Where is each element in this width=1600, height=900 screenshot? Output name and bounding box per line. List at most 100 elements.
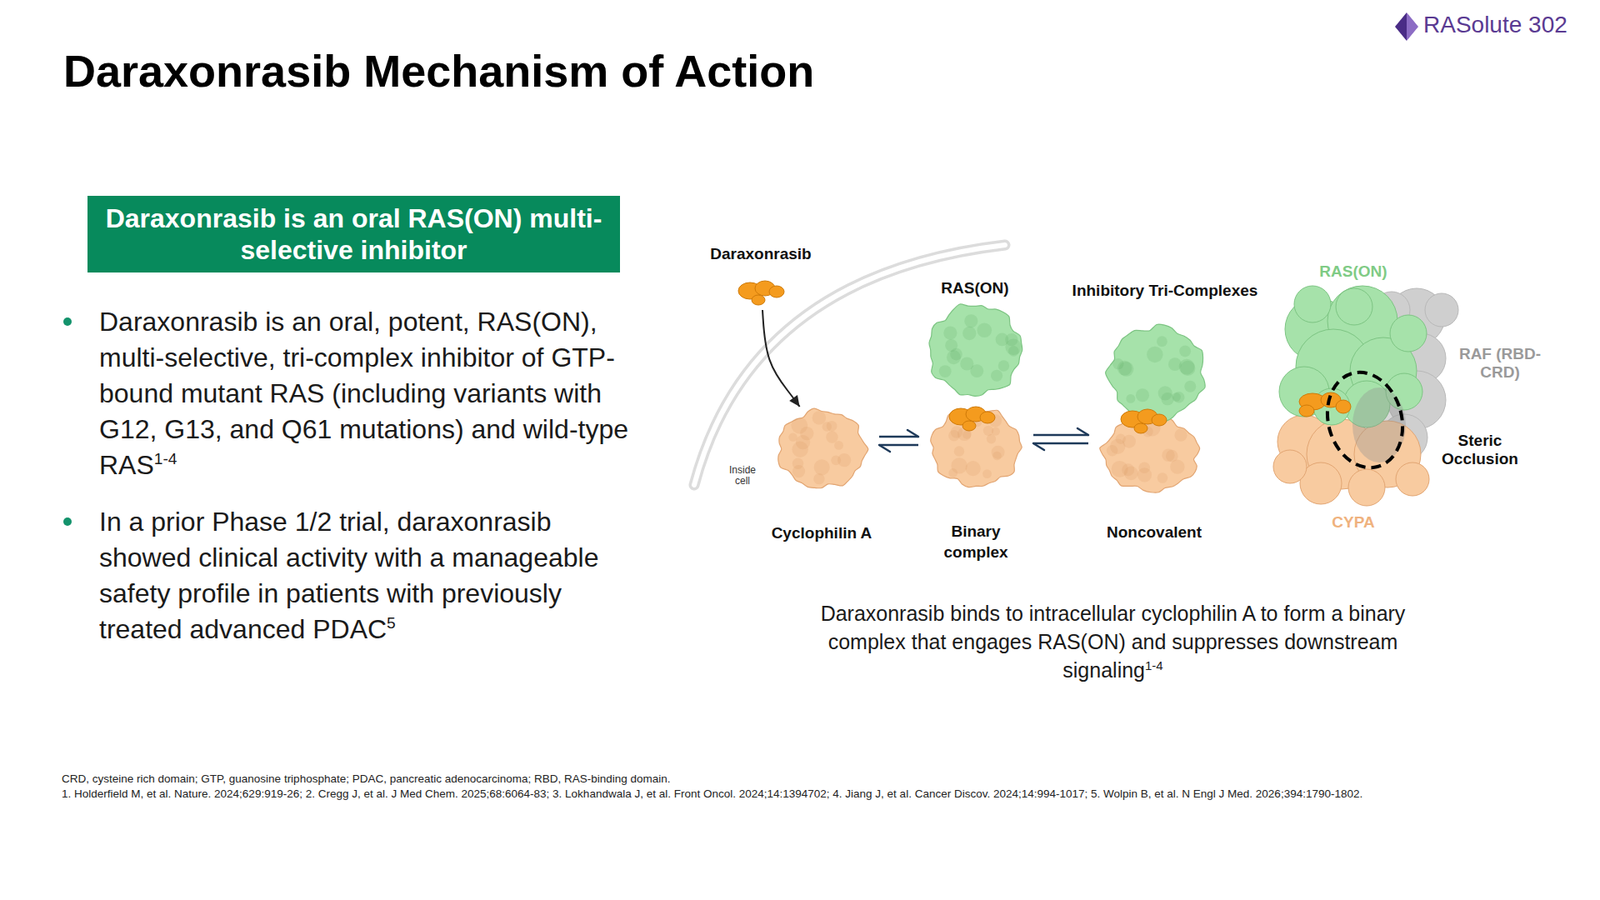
- protein-label: CYPA: [1331, 513, 1375, 531]
- surface-texture: [825, 430, 838, 443]
- surface-texture: [1106, 445, 1119, 457]
- surface-texture: [990, 370, 1003, 382]
- steric-clash-outline: [1316, 364, 1413, 477]
- reverse-shaft: [1033, 442, 1089, 445]
- drug-molecule: Daraxonrasib: [735, 274, 787, 308]
- surface-texture: [954, 445, 965, 456]
- arrow-shaft: [762, 310, 800, 407]
- surface-texture: [1137, 467, 1152, 482]
- entry-arrow: [762, 310, 800, 407]
- protein-label: RAF (RBD-CRD): [1459, 345, 1541, 381]
- bullet-dot: [63, 517, 72, 526]
- diagram-heading: Inhibitory Tri-Complexes: [1072, 281, 1259, 300]
- arrow-head: [789, 395, 800, 407]
- drug-part: [1134, 423, 1148, 434]
- drug-molecule-shape: [738, 280, 785, 305]
- binary-complex: Binary complex: [930, 407, 1022, 488]
- footnote-block: CRD, cysteine rich domain; GTP, guanosin…: [61, 770, 1554, 787]
- protein-surface: [929, 304, 1023, 396]
- surface-texture: [1135, 388, 1150, 402]
- drug-part: [1335, 400, 1351, 414]
- brand-icon-half: [1395, 12, 1407, 41]
- surface-texture: [813, 473, 825, 485]
- node-label: Cyclophilin A: [771, 522, 873, 544]
- surface-texture: [837, 453, 851, 467]
- brand-logo-block: RASolute 302: [1423, 10, 1568, 40]
- surface-texture: [992, 451, 1002, 461]
- surface-texture: [1125, 394, 1135, 404]
- drug-part: [980, 411, 995, 424]
- drug-in-model: [1299, 392, 1351, 417]
- surface-texture: [826, 420, 838, 432]
- ras-protein-model: [1279, 285, 1427, 428]
- node-label: Daraxonrasib: [710, 243, 811, 265]
- ras-lobe: [1294, 285, 1331, 323]
- node-shape: [928, 303, 1022, 397]
- half-arrow-head: [1077, 428, 1089, 435]
- surface-texture: [982, 469, 992, 479]
- raf-lobe: [1425, 293, 1459, 327]
- bullet-text-block: In a prior Phase 1/2 trial, daraxonrasib…: [99, 504, 641, 648]
- surface-texture: [986, 434, 996, 444]
- forward-shaft: [1033, 434, 1089, 437]
- ras-lobe: [1390, 315, 1427, 352]
- bullet-text: Daraxonrasib is an oral, potent, RAS(ON)…: [99, 306, 629, 480]
- surface-texture: [950, 348, 963, 361]
- callout-label: Steric Occlusion: [1441, 431, 1519, 468]
- surface-texture: [834, 440, 844, 450]
- protein-surface: [1100, 416, 1200, 493]
- node-shape: [930, 407, 1022, 488]
- surface-texture: [1184, 380, 1196, 393]
- ras-protein: RAS(ON): [928, 303, 1022, 397]
- region-label: Inside cell: [729, 464, 756, 487]
- surface-texture: [1179, 345, 1191, 357]
- half-arrow-head: [879, 445, 890, 452]
- protein-label-block: CYPA: [1331, 513, 1375, 532]
- surface-texture: [964, 314, 978, 328]
- surface-texture: [1112, 358, 1124, 370]
- brand-logo: RASolute 302: [1423, 11, 1568, 38]
- protein-shape: [778, 408, 869, 489]
- brand-icon-half: [1406, 12, 1419, 41]
- node-shape: [1100, 325, 1209, 492]
- surface-texture: [1156, 335, 1168, 347]
- surface-texture: [970, 364, 984, 378]
- protein-label-block: RAF (RBD-CRD): [1450, 345, 1550, 382]
- protein-shape: [1100, 416, 1200, 493]
- cypa-lobe: [1395, 462, 1430, 496]
- surface-texture: [1146, 346, 1163, 363]
- ras-lobe: [1335, 288, 1373, 325]
- cypa-lobe: [1348, 469, 1385, 506]
- protein-surface: [778, 408, 869, 489]
- diagram-heading-block: Inhibitory Tri-Complexes: [1072, 281, 1259, 300]
- tri-complex: Noncovalent: [1100, 325, 1209, 492]
- drug-molecule-shape: [1120, 409, 1167, 434]
- callout-label-block: Steric Occlusion: [1430, 431, 1530, 469]
- half-arrow-head: [907, 430, 919, 437]
- slide-title: Daraxonrasib Mechanism of Action: [63, 43, 815, 99]
- protein-shape: [929, 304, 1023, 396]
- surface-texture: [788, 432, 797, 441]
- half-arrow-head: [1033, 443, 1045, 450]
- surface-texture: [943, 325, 957, 340]
- structure-model: [1273, 285, 1459, 506]
- bullet-dots: [63, 317, 72, 526]
- cyclophilin-protein: Cyclophilin A: [775, 409, 868, 490]
- surface-texture: [939, 365, 952, 378]
- surface-texture: [1157, 472, 1169, 484]
- surface-texture: [814, 459, 830, 475]
- surface-texture: [1174, 429, 1187, 442]
- bullet-dot: [63, 317, 72, 326]
- footnote: 1. Holderfield M, et al. Nature. 2024;62…: [61, 787, 1363, 800]
- surface-texture: [792, 458, 804, 470]
- node-label: Noncovalent: [1106, 521, 1202, 543]
- surface-texture: [1124, 466, 1139, 481]
- protein-surface: [1105, 324, 1205, 421]
- forward-shaft: [879, 435, 919, 439]
- reference-superscript: 5: [386, 614, 396, 632]
- key-message-box: Daraxonrasib is an oral RAS(ON) multi-se…: [87, 195, 620, 273]
- surface-texture: [998, 360, 1010, 371]
- equilibrium-arrow: [1033, 428, 1089, 450]
- surface-texture: [965, 460, 981, 476]
